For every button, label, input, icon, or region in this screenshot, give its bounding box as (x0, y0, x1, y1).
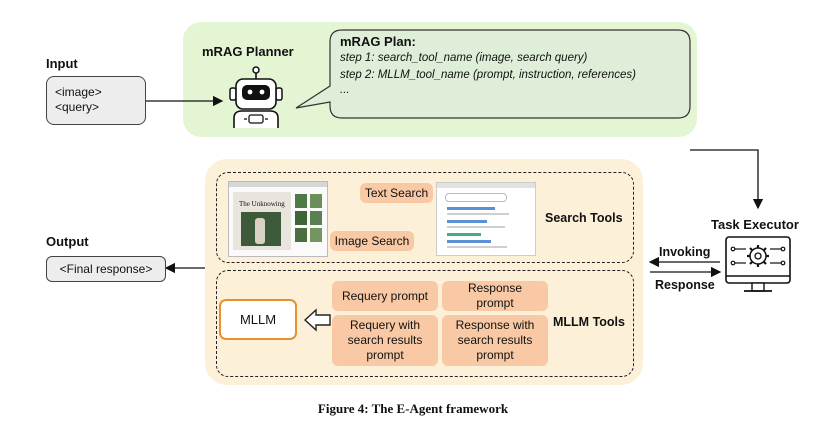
screenshot-title: The Unknowing (239, 200, 285, 208)
output-label: Output (46, 234, 89, 249)
search-tools-group (216, 172, 634, 263)
response-with-search-results-prompt: Response with search results prompt (442, 315, 548, 366)
input-query-line: <query> (55, 100, 100, 114)
image-search-label: Image Search (330, 231, 414, 251)
output-box: <Final response> (46, 256, 166, 282)
response-prompt: Response prompt (442, 281, 548, 311)
plan-title: mRAG Plan: (340, 34, 416, 49)
input-box: <image> <query> (46, 76, 146, 125)
mllm-tools-group (216, 270, 634, 377)
requery-with-search-results-prompt: Requery with search results prompt (332, 315, 438, 366)
search-tools-label: Search Tools (545, 211, 623, 225)
input-image-line: <image> (55, 85, 102, 99)
text-search-label: Text Search (360, 183, 433, 203)
mllm-box: MLLM (219, 299, 297, 340)
text-search-screenshot (436, 182, 536, 256)
plan-bubble: mRAG Plan: step 1: search_tool_name (ima… (340, 34, 685, 96)
image-search-screenshot: The Unknowing (228, 181, 328, 257)
figure-caption: Figure 4: The E-Agent framework (317, 401, 509, 416)
response-label: Response (655, 278, 715, 292)
invoking-label: Invoking (659, 245, 711, 259)
planner-label: mRAG Planner (202, 44, 294, 59)
mllm-tools-label: MLLM Tools (553, 315, 625, 329)
plan-step-1: step 1: search_tool_name (image, search … (340, 52, 588, 64)
requery-prompt: Requery prompt (332, 281, 438, 311)
hollow-arrow (303, 308, 331, 332)
plan-to-executor-arrow (690, 149, 764, 210)
task-executor-label: Task Executor (711, 217, 799, 232)
plan-step-ellipsis: ... (340, 84, 350, 96)
input-label: Input (46, 56, 78, 71)
plan-step-2: step 2: MLLM_tool_name (prompt, instruct… (340, 69, 636, 81)
